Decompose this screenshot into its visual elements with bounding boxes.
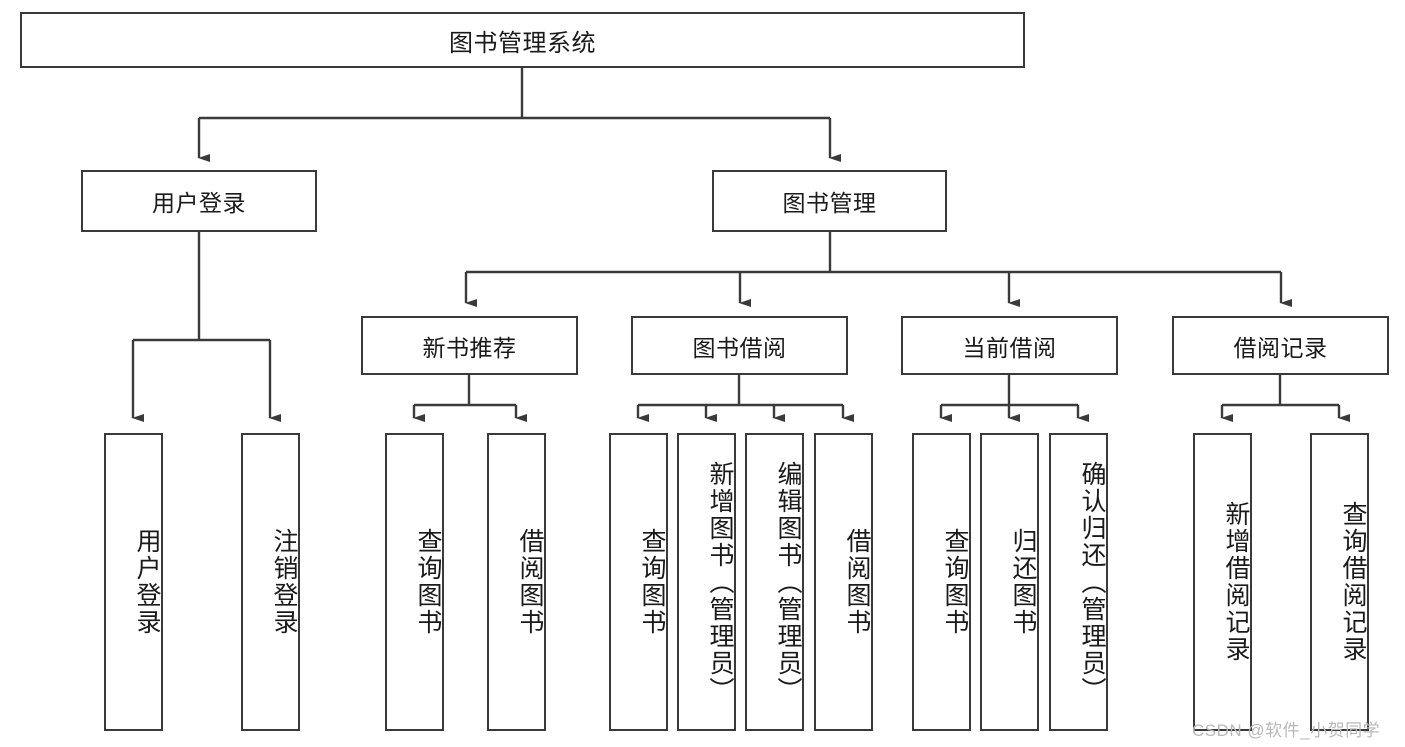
node-book-manage[interactable]: 图书管理 [712, 170, 947, 232]
node-leaf-edit-book[interactable]: 编辑图书（管理员） [745, 433, 804, 731]
node-label: 归还图书 [1009, 528, 1037, 636]
node-leaf-borrow-book-2[interactable]: 借阅图书 [814, 433, 873, 731]
node-label: 图书借阅 [692, 334, 787, 361]
node-leaf-add-book[interactable]: 新增图书（管理员） [677, 433, 736, 731]
node-label: 新增图书（管理员） [706, 460, 734, 704]
node-leaf-logout-login[interactable]: 注销登录 [241, 433, 300, 731]
node-leaf-borrow-book-1[interactable]: 借阅图书 [487, 433, 546, 731]
node-leaf-query-book-2[interactable]: 查询图书 [609, 433, 668, 731]
watermark: CSDN @软件_小贺同学 [1192, 721, 1381, 740]
node-label: 查询图书 [638, 528, 666, 636]
node-label: 用户登录 [133, 528, 161, 636]
node-label: 借阅记录 [1233, 334, 1328, 361]
node-borrow-record[interactable]: 借阅记录 [1172, 316, 1389, 375]
node-current-borrow[interactable]: 当前借阅 [901, 316, 1118, 375]
node-leaf-user-login[interactable]: 用户登录 [104, 433, 163, 731]
node-label: 新增借阅记录 [1222, 501, 1250, 663]
node-label: 注销登录 [270, 528, 298, 636]
node-label: 当前借阅 [962, 334, 1057, 361]
node-leaf-return-book[interactable]: 归还图书 [980, 433, 1039, 731]
node-label: 确认归还（管理员） [1078, 460, 1106, 704]
node-leaf-confirm-return[interactable]: 确认归还（管理员） [1049, 433, 1108, 731]
node-label: 用户登录 [152, 190, 246, 216]
node-leaf-query-book-1[interactable]: 查询图书 [385, 433, 444, 731]
node-root[interactable]: 图书管理系统 [20, 12, 1025, 68]
node-book-borrow[interactable]: 图书借阅 [631, 316, 848, 375]
node-label: 编辑图书（管理员） [774, 460, 802, 704]
node-label: 借阅图书 [516, 528, 544, 636]
node-label: 图书管理系统 [449, 29, 596, 57]
node-leaf-query-record[interactable]: 查询借阅记录 [1310, 433, 1369, 731]
node-user-login[interactable]: 用户登录 [81, 170, 317, 232]
node-new-book-recommend[interactable]: 新书推荐 [361, 316, 578, 375]
node-label: 查询图书 [414, 528, 442, 636]
node-label: 借阅图书 [843, 528, 871, 636]
node-leaf-query-book-3[interactable]: 查询图书 [912, 433, 971, 731]
node-label: 新书推荐 [422, 334, 517, 361]
node-label: 查询借阅记录 [1339, 501, 1367, 663]
node-label: 查询图书 [941, 528, 969, 636]
node-label: 图书管理 [782, 190, 877, 216]
node-leaf-add-record[interactable]: 新增借阅记录 [1193, 433, 1252, 731]
